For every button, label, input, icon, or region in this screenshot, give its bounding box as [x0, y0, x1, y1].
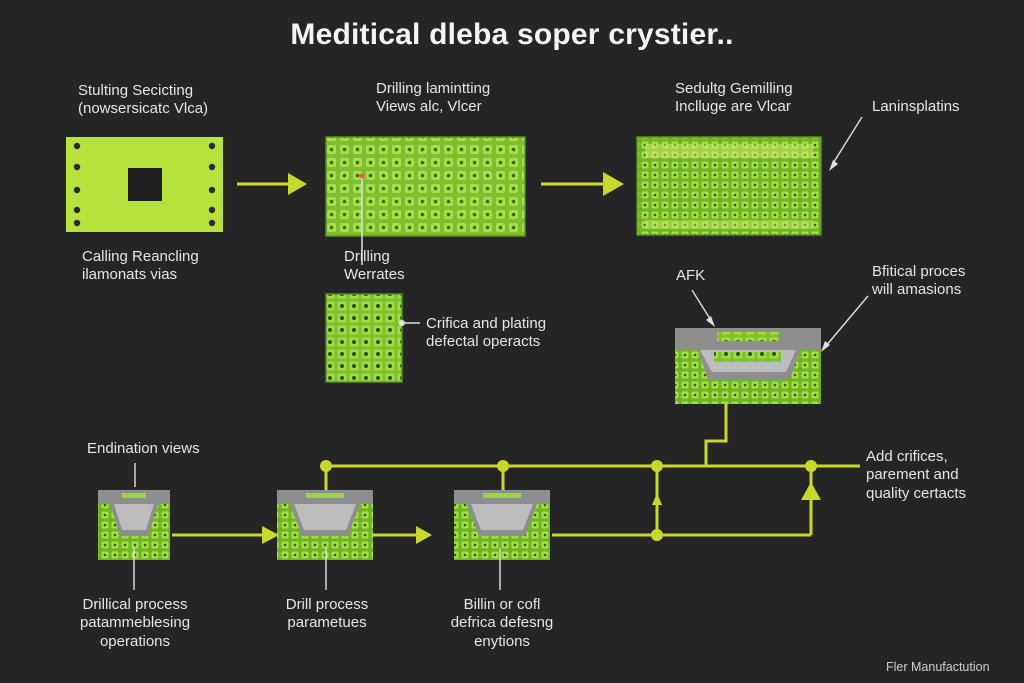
crifica-board [325, 293, 420, 383]
crifica-label: Crifica and plating defectal operacts [426, 315, 547, 351]
bottom-section-1 [98, 490, 170, 590]
connection-nodes [262, 460, 821, 544]
arrow-stage1-to-2 [237, 173, 307, 195]
stage3-side-label: Laninsplatins [872, 98, 960, 115]
footer-label: Fler Manufactution [886, 660, 990, 674]
connection-lines [172, 404, 860, 537]
afk-label: AFK [676, 267, 706, 284]
bottom-section-2 [277, 490, 373, 590]
bottom-section-3 [454, 490, 550, 590]
stage2-board [325, 136, 526, 265]
arrow-stage2-to-3 [541, 172, 624, 196]
stage2-title: Drilling lamintting Views alc, Vlcer [376, 80, 491, 116]
stage1-caption: Calling Reancling ilamonats vias [82, 248, 199, 284]
afk-cross-section [675, 289, 869, 404]
stage2-caption: Drilling Werrates [344, 248, 405, 284]
stage1-title: Stulting Secicting (nowsersicatc Vlca) [78, 82, 209, 118]
add-crifices-label: Add crifices, parement and quality certa… [866, 448, 967, 502]
diagram-title: Meditical dleba soper crystier.. [290, 18, 734, 51]
stage1-board [66, 137, 223, 232]
endination-heading: Endination views [87, 440, 200, 457]
bottom-caption-1: Drillical process patammeblesing operati… [79, 596, 191, 650]
stage3-title: Sedultg Gemilling Inclluge are Vlcar [675, 80, 793, 116]
stage3-board [636, 116, 863, 236]
bottom-caption-2: Drill process parametues [285, 596, 369, 632]
bfitical-label: Bfitical proces will amasions [872, 263, 966, 299]
bottom-caption-3: Billin or cofl defrica defesng enytions [450, 596, 554, 650]
